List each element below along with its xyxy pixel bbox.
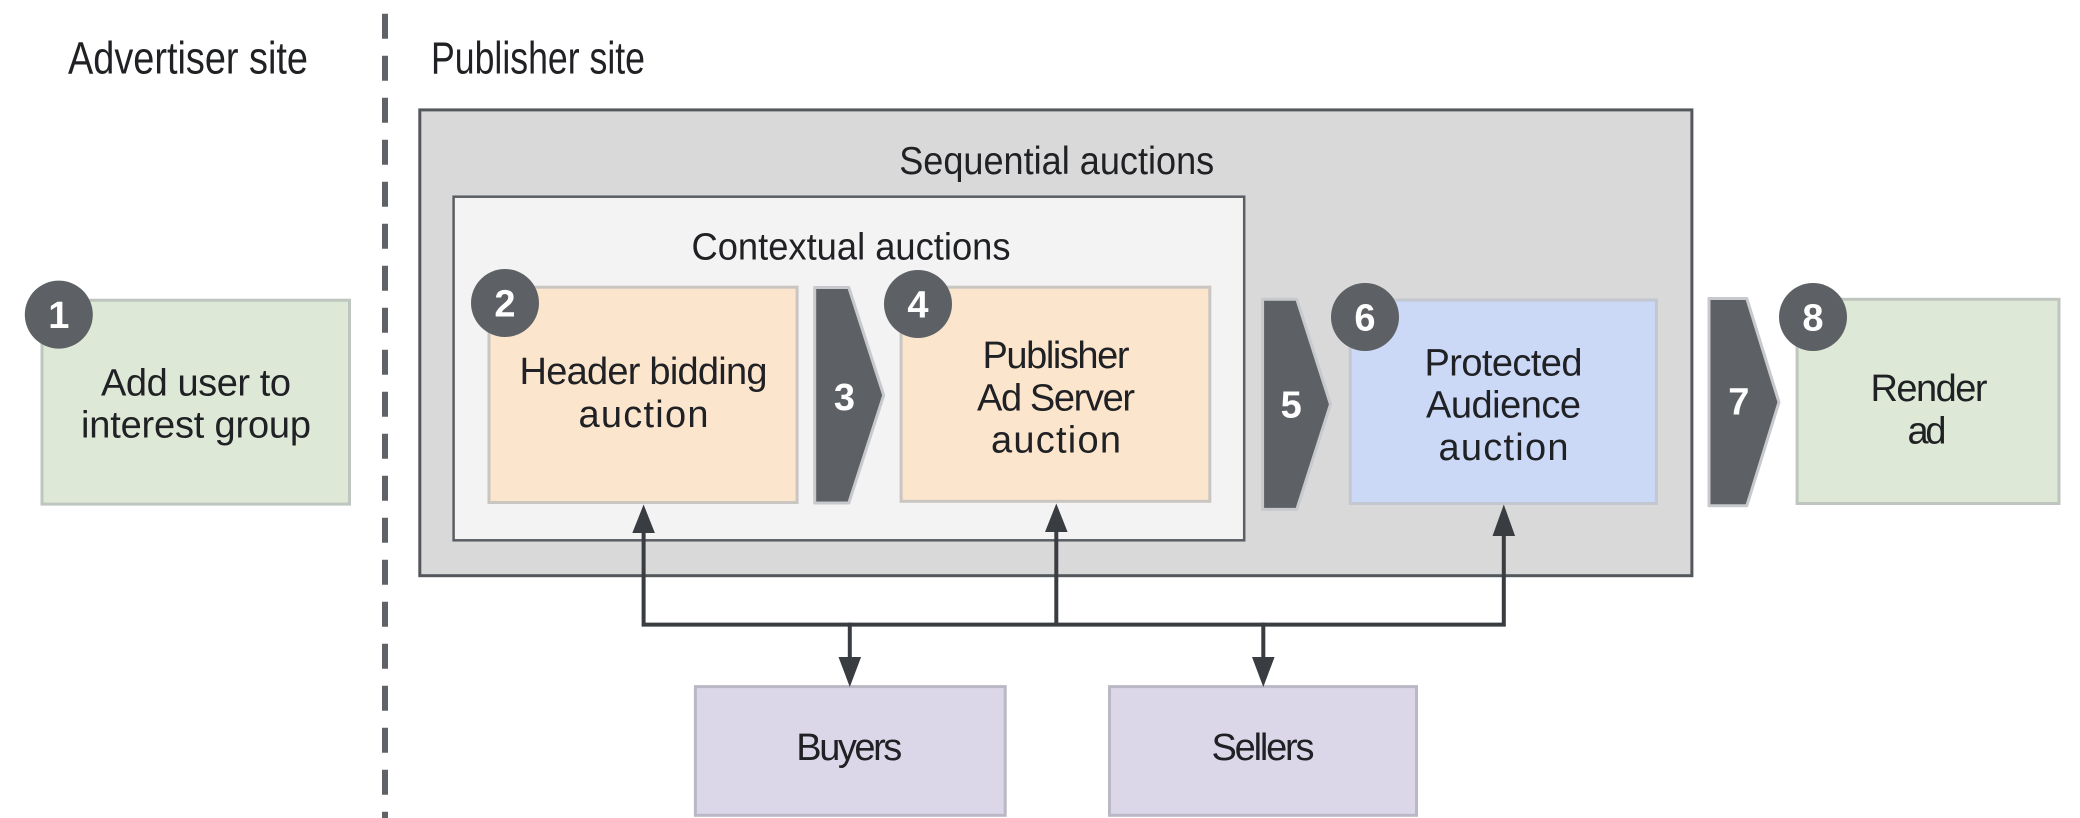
svg-text:auction: auction — [991, 420, 1121, 462]
svg-text:5: 5 — [1281, 385, 1302, 427]
svg-text:Publisher: Publisher — [983, 335, 1130, 377]
svg-text:1: 1 — [48, 295, 69, 337]
svg-text:4: 4 — [907, 285, 928, 327]
svg-text:7: 7 — [1728, 382, 1749, 424]
svg-text:Ad Server: Ad Server — [977, 377, 1135, 419]
svg-text:Advertiser site: Advertiser site — [68, 33, 308, 84]
svg-text:auction: auction — [579, 394, 709, 436]
svg-text:6: 6 — [1354, 298, 1375, 340]
svg-text:Buyers: Buyers — [796, 727, 902, 769]
svg-text:8: 8 — [1802, 298, 1823, 340]
svg-text:Sequential auctions: Sequential auctions — [899, 140, 1214, 183]
svg-text:Add user to: Add user to — [101, 362, 291, 404]
svg-text:ad: ad — [1908, 410, 1947, 452]
svg-text:Render: Render — [1871, 368, 1988, 410]
svg-text:Publisher site: Publisher site — [431, 33, 645, 84]
svg-text:Contextual auctions: Contextual auctions — [692, 226, 1011, 268]
svg-text:Header bidding: Header bidding — [520, 351, 768, 393]
svg-text:Audience: Audience — [1426, 385, 1581, 427]
svg-text:2: 2 — [494, 284, 515, 326]
svg-text:Protected: Protected — [1425, 343, 1583, 385]
svg-text:Sellers: Sellers — [1212, 727, 1315, 769]
svg-text:3: 3 — [834, 377, 855, 419]
svg-text:auction: auction — [1439, 427, 1569, 469]
svg-text:interest group: interest group — [81, 404, 311, 446]
